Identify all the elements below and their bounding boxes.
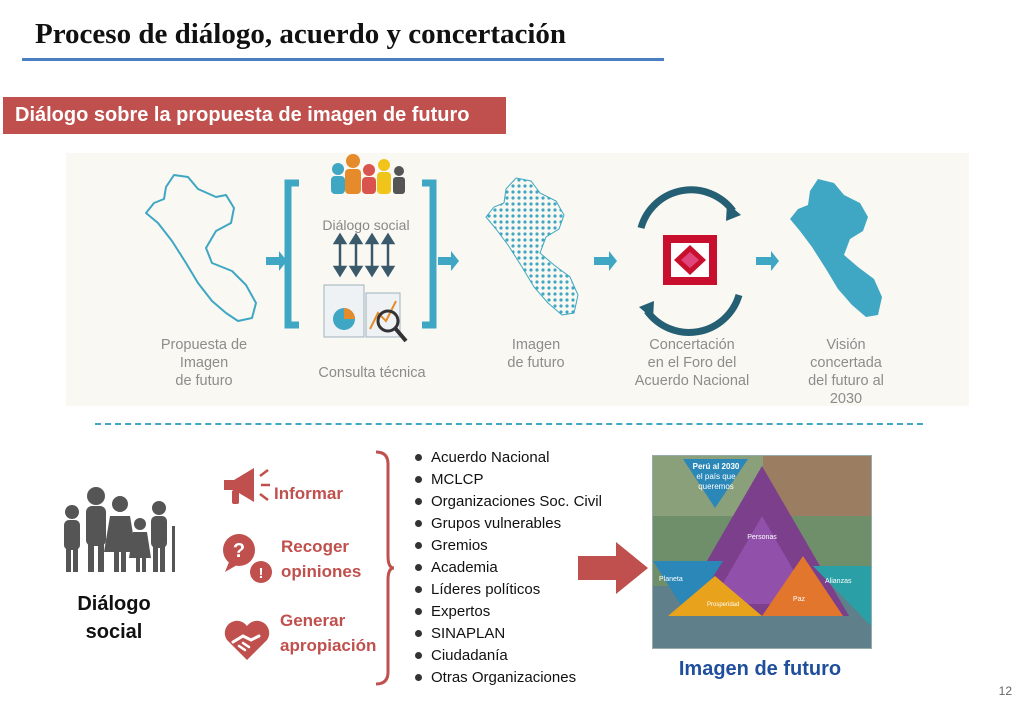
poster-title-line: queremos [698, 482, 734, 491]
peru-dotted-map-icon [485, 177, 579, 316]
dialogo-social-group-label: Diálogo social [58, 590, 170, 646]
action-label-line: opiniones [281, 562, 362, 581]
action-label-line: Generar [280, 611, 346, 630]
action-generar-label: Generar apropiación [280, 608, 376, 658]
caption-line: de futuro [175, 373, 233, 389]
bidirectional-arrows-icon [332, 232, 396, 278]
list-item: Acuerdo Nacional [412, 447, 602, 469]
caption-line: Concertación [649, 337, 735, 353]
action-recoger-label: Recoger opiniones [281, 534, 361, 584]
poster-title-line: Perú al 2030 [692, 462, 740, 471]
list-item: Expertos [412, 601, 602, 623]
stakeholder-list: Acuerdo Nacional MCLCP Organizaciones So… [412, 447, 602, 689]
list-item: Grupos vulnerables [412, 513, 602, 535]
caption-line: de futuro [507, 355, 565, 371]
caption-line: concertada [810, 355, 882, 371]
poster-segment-label: Prosperidad [707, 602, 740, 608]
poster-segment-label: Planeta [659, 576, 683, 583]
caption-line: del futuro al [808, 373, 884, 389]
poster-title: Perú al 2030 el país que queremos [685, 462, 747, 492]
group-label-line: social [85, 621, 143, 643]
list-item: MCLCP [412, 469, 602, 491]
curly-brace-icon [375, 450, 395, 686]
caption-line: Imagen [179, 355, 229, 371]
caption-line: 2030 [829, 391, 863, 407]
group-label-line: Diálogo [77, 593, 151, 615]
list-item: Otras Organizaciones [412, 667, 602, 689]
list-item: Organizaciones Soc. Civil [412, 491, 602, 513]
caption-line: Visión [826, 337, 866, 353]
step-concertacion-caption: Concertación en el Foro del Acuerdo Naci… [622, 336, 762, 390]
acuerdo-nacional-logo-icon [637, 186, 743, 336]
people-group-icon [331, 154, 405, 194]
svg-text:!: ! [259, 565, 264, 582]
list-item: SINAPLAN [412, 623, 602, 645]
consulta-tecnica-label: Consulta técnica [318, 365, 426, 381]
svg-text:?: ? [233, 540, 245, 562]
peru-solid-map-icon [790, 179, 882, 317]
list-item: Academia [412, 557, 602, 579]
big-arrow-right-icon [578, 542, 648, 594]
title-underline [22, 58, 664, 61]
poster-title-line: el país que [696, 472, 736, 481]
caption-line: Propuesta de [160, 337, 248, 353]
caption-line: Imagen [511, 337, 561, 353]
process-flow-graphic [145, 154, 882, 343]
action-label-line: Informar [274, 484, 343, 503]
step-vision-caption: Visión concertada del futuro al 2030 [791, 336, 901, 408]
arrow-right-icon [438, 251, 459, 271]
section-banner: Diálogo sobre la propuesta de imagen de … [3, 97, 506, 134]
arrow-right-icon [266, 251, 287, 271]
section-banner-label: Diálogo sobre la propuesta de imagen de … [15, 104, 470, 126]
page-number: 12 [998, 684, 1012, 698]
poster-segment-label: Paz [793, 596, 806, 603]
imagen-futuro-label: Imagen de futuro [678, 658, 842, 680]
process-flow-panel: Propuesta de Imagen de futuro Diálogo so… [66, 153, 969, 408]
social-group-icon [64, 487, 175, 572]
step-proposal-caption: Propuesta de Imagen de futuro [144, 336, 264, 390]
section-divider [95, 423, 923, 425]
action-informar-label: Informar [274, 481, 343, 506]
megaphone-icon [224, 468, 270, 504]
peru-outline-map-icon [145, 174, 257, 322]
poster-graphic [653, 456, 871, 648]
step-image-caption: Imagen de futuro [491, 336, 581, 372]
action-label-line: Recoger [281, 537, 350, 556]
list-item: Ciudadanía [412, 645, 602, 667]
caption-line: en el Foro del [647, 355, 737, 371]
heart-handshake-icon [224, 620, 270, 660]
poster-segment-label: Personas [747, 534, 777, 541]
left-bracket-icon [284, 179, 299, 329]
arrow-right-icon [756, 251, 779, 271]
data-analysis-icon [323, 284, 408, 343]
caption-line: Acuerdo Nacional [634, 373, 750, 389]
poster-segment-label: Alianzas [825, 578, 852, 585]
page-title: Proceso de diálogo, acuerdo y concertaci… [35, 18, 567, 50]
imagen-futuro-poster: Perú al 2030 el país que queremos Person… [652, 455, 872, 649]
list-item: Gremios [412, 535, 602, 557]
arrow-right-icon [594, 251, 617, 271]
action-label-line: apropiación [280, 636, 377, 655]
speech-bubbles-icon: ? ! [223, 534, 272, 583]
list-item: Líderes políticos [412, 579, 602, 601]
dialogo-social-label: Diálogo social [322, 217, 410, 233]
right-bracket-icon [422, 179, 437, 329]
